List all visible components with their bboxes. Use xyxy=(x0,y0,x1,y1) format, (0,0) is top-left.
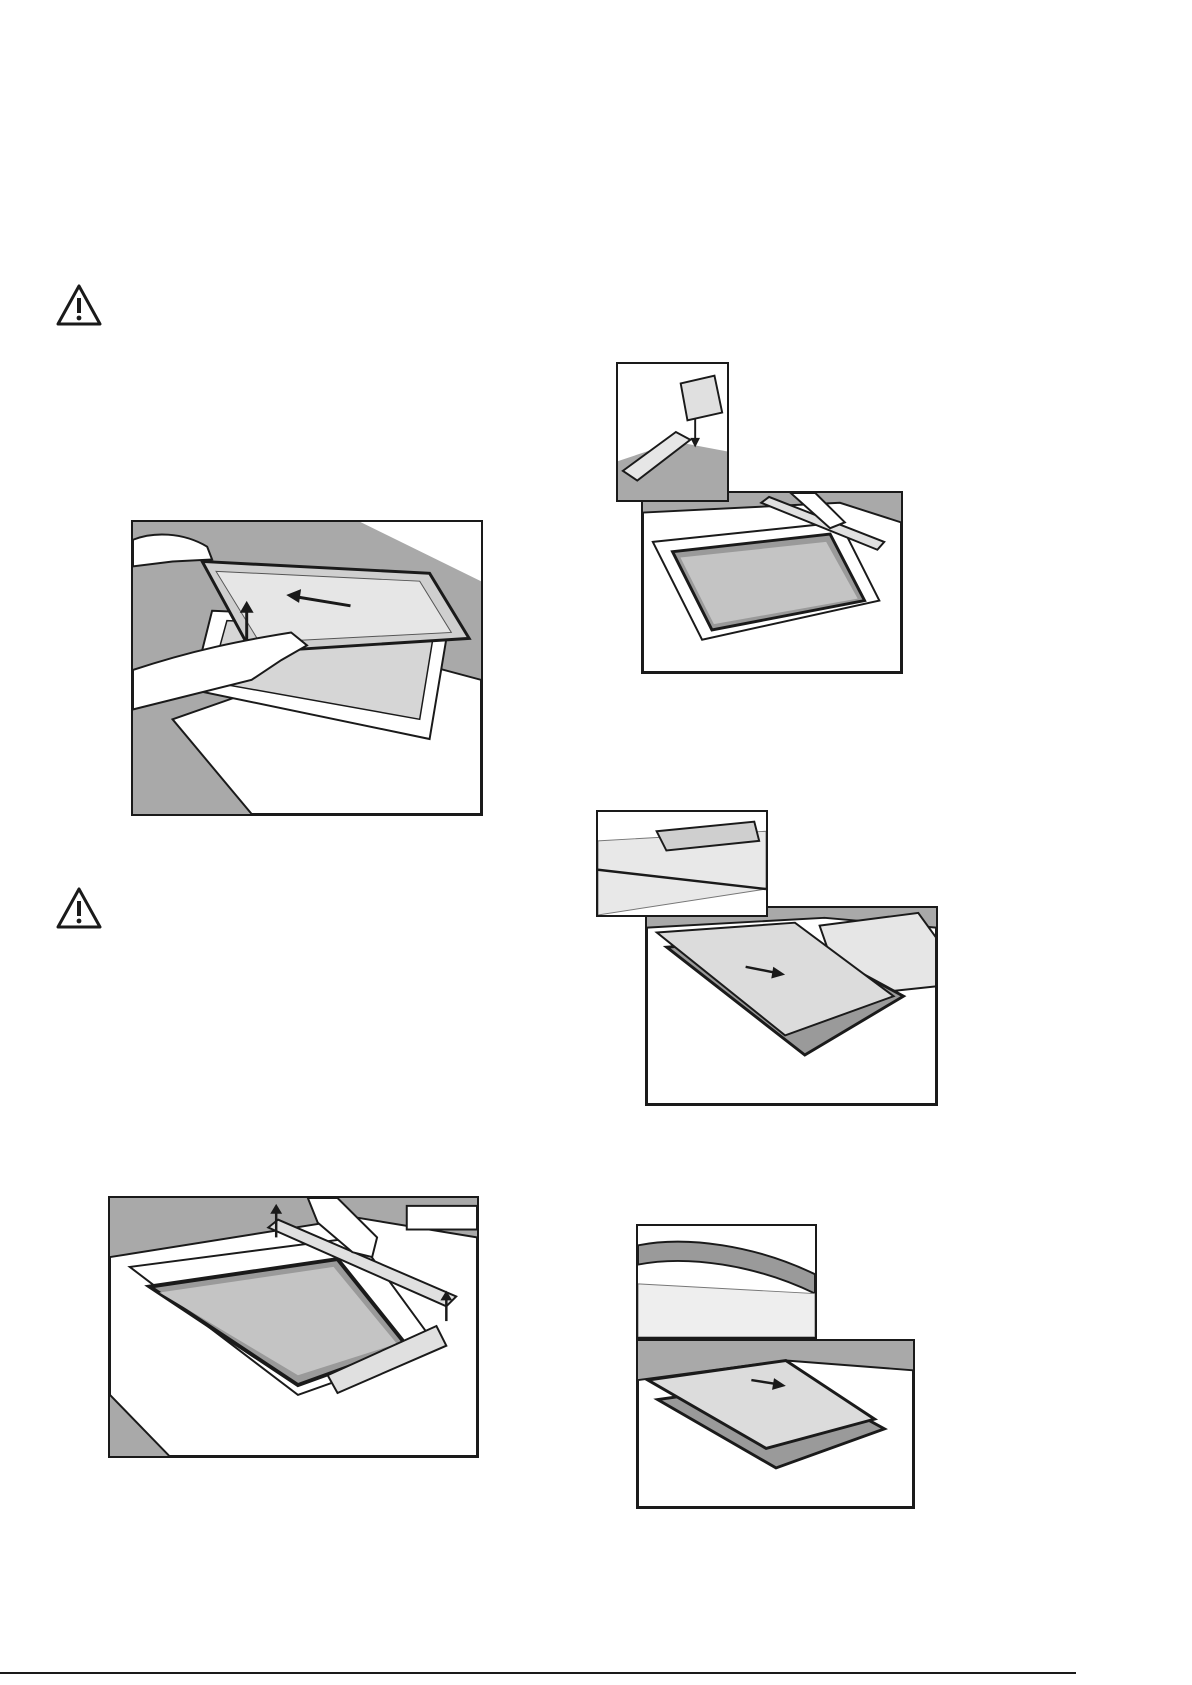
figure-remove-glass-panel xyxy=(131,520,483,816)
warning-triangle-icon xyxy=(55,886,103,930)
inset-trim-detail xyxy=(616,362,729,502)
figure-insert-inner-glass xyxy=(645,906,938,1106)
inset-outer-glass-detail xyxy=(636,1224,817,1339)
figure-insert-outer-glass xyxy=(636,1339,915,1509)
warning-triangle-icon xyxy=(55,283,103,327)
inset-glass-insert-detail xyxy=(596,810,768,917)
footer-rule xyxy=(0,1672,1076,1674)
figure-remove-door-trim xyxy=(108,1196,479,1458)
figure-refit-door-trim xyxy=(641,491,903,674)
